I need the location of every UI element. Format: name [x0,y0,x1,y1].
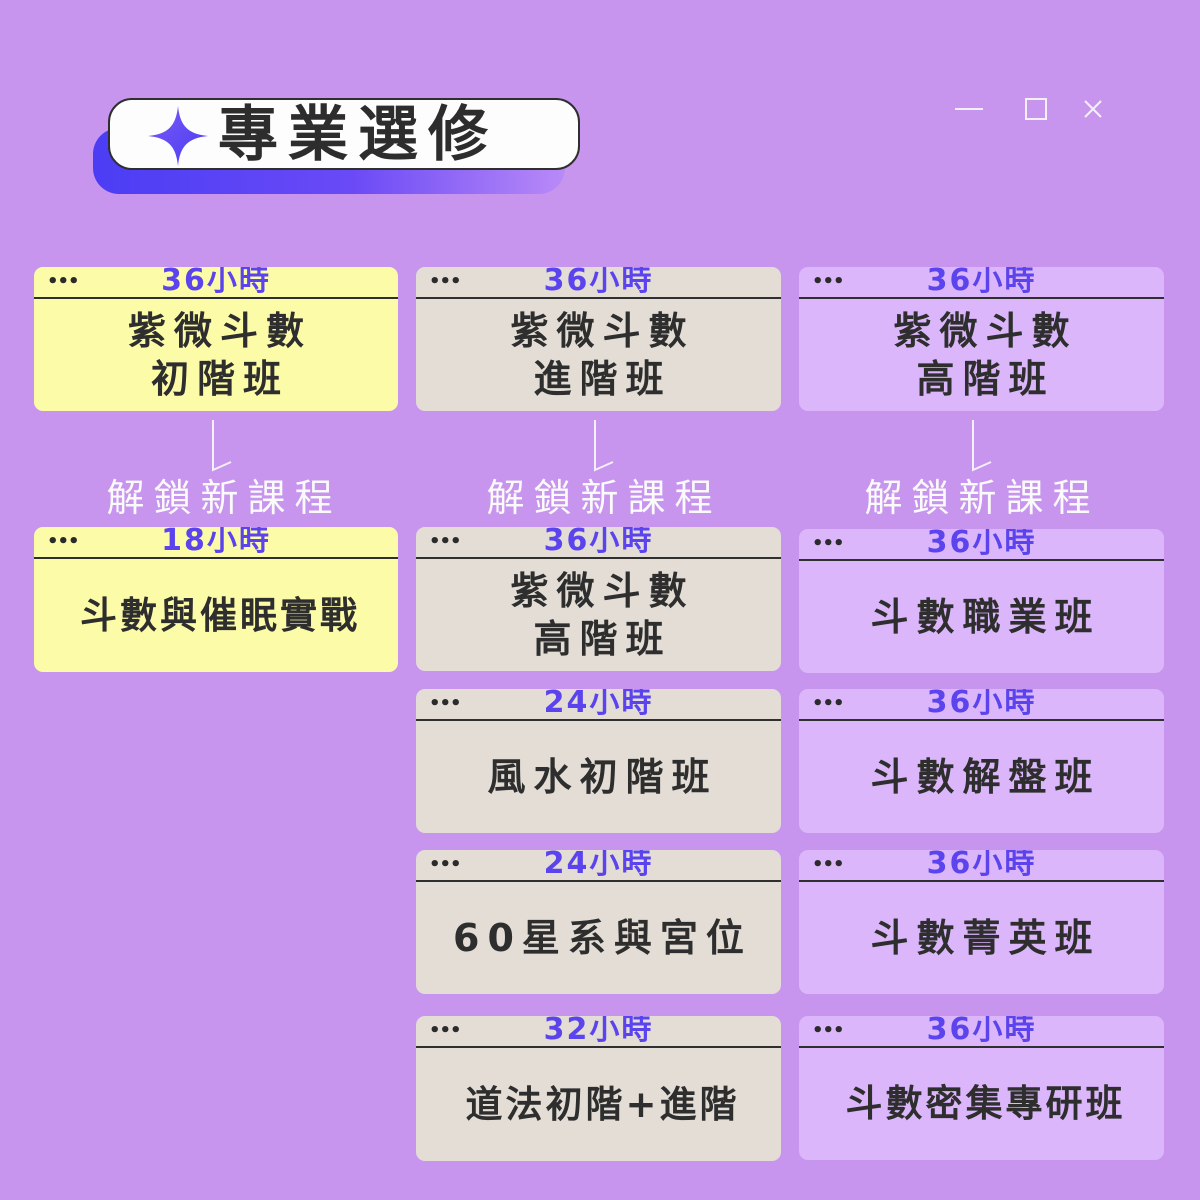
course-card-ziwei-advanced[interactable]: ••• 36小時 紫微斗數 高階班 [416,527,781,671]
menu-dots-icon: ••• [812,854,845,875]
card-divider [799,880,1164,882]
course-name: 風水初階班 [487,755,718,799]
course-name: 斗數與催眠實戰 [80,593,360,637]
course-name: 斗數密集專研班 [845,1082,1126,1125]
course-name: 紫微斗數 高階班 [510,569,695,661]
card-divider [799,297,1164,299]
connector-arrow-icon [972,420,992,472]
close-icon[interactable] [1076,92,1110,126]
course-hours: 36小時 [926,850,1037,881]
course-hours: 36小時 [926,267,1037,298]
card-divider [799,719,1164,721]
menu-dots-icon: ••• [812,533,845,554]
menu-dots-icon: ••• [47,271,80,292]
course-hours: 36小時 [926,529,1037,560]
course-hours: 18小時 [161,527,271,558]
course-hours: 36小時 [543,527,654,558]
course-hours: 24小時 [543,850,654,881]
menu-dots-icon: ••• [429,271,462,292]
card-divider [416,297,781,299]
menu-dots-icon: ••• [812,271,845,292]
course-name: 斗數職業班 [870,595,1101,639]
course-card-elite[interactable]: ••• 36小時 斗數菁英班 [799,850,1164,994]
card-divider [416,1046,781,1048]
course-name: 道法初階+進階 [465,1082,740,1126]
sparkle-star-icon [148,106,208,166]
card-divider [34,557,398,559]
menu-dots-icon: ••• [429,1020,462,1041]
course-hours: 36小時 [543,267,654,298]
course-name: 紫微斗數 初階班 [127,309,312,401]
course-hours: 24小時 [543,689,654,720]
menu-dots-icon: ••• [812,1020,845,1041]
course-name: 60星系與宮位 [453,916,752,960]
course-card-60-stars[interactable]: ••• 24小時 60星系與宮位 [416,850,781,994]
course-hours: 32小時 [543,1016,654,1047]
card-divider [799,559,1164,561]
course-card-career[interactable]: ••• 36小時 斗數職業班 [799,529,1164,673]
course-hours: 36小時 [926,689,1037,720]
minimize-icon[interactable] [952,92,986,126]
page-title: 專業選修 [218,100,498,170]
course-name: 斗數菁英班 [870,916,1101,960]
card-divider [416,880,781,882]
course-card-intensive-study[interactable]: ••• 36小時 斗數密集專研班 [799,1016,1164,1160]
course-card-fengshui[interactable]: ••• 24小時 風水初階班 [416,689,781,833]
unlock-new-course-label: 解鎖新課程 [106,476,342,520]
card-divider [799,1046,1164,1048]
menu-dots-icon: ••• [812,693,845,714]
maximize-icon[interactable] [1019,92,1053,126]
unlock-new-course-label: 解鎖新課程 [486,476,722,520]
card-divider [416,719,781,721]
course-card-chart-reading[interactable]: ••• 36小時 斗數解盤班 [799,689,1164,833]
course-card-taoist-methods[interactable]: ••• 32小時 道法初階+進階 [416,1016,781,1161]
course-name: 紫微斗數 進階班 [510,309,695,401]
menu-dots-icon: ••• [429,854,462,875]
connector-arrow-icon [212,420,232,472]
course-hours: 36小時 [926,1016,1037,1047]
course-card-ziwei-intermediate[interactable]: ••• 36小時 紫微斗數 進階班 [416,267,781,411]
connector-arrow-icon [594,420,614,472]
course-card-ziwei-beginner[interactable]: ••• 36小時 紫微斗數 初階班 [34,267,398,411]
course-name: 紫微斗數 高階班 [893,309,1078,401]
course-name: 斗數解盤班 [870,755,1101,799]
menu-dots-icon: ••• [47,531,80,552]
menu-dots-icon: ••• [429,693,462,714]
course-hours: 36小時 [161,267,271,298]
unlock-new-course-label: 解鎖新課程 [864,476,1100,520]
card-divider [34,297,398,299]
course-card-ziwei-advanced-top[interactable]: ••• 36小時 紫微斗數 高階班 [799,267,1164,411]
course-card-hypnosis[interactable]: ••• 18小時 斗數與催眠實戰 [34,527,398,672]
menu-dots-icon: ••• [429,531,462,552]
card-divider [416,557,781,559]
